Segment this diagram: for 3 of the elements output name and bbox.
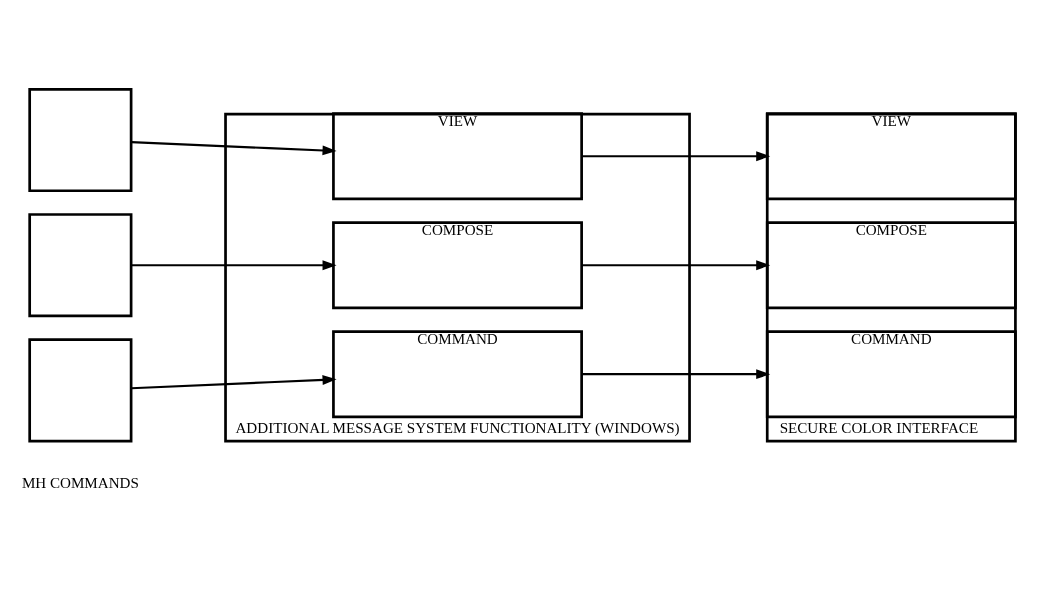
node-label: SECURE COLOR INTERFACE (779, 419, 979, 436)
node-label: ADDITIONAL MESSAGE SYSTEM FUNCTIONALITY (WINDOWS) (235, 419, 680, 436)
label: MH COMMANDS (21, 474, 139, 491)
